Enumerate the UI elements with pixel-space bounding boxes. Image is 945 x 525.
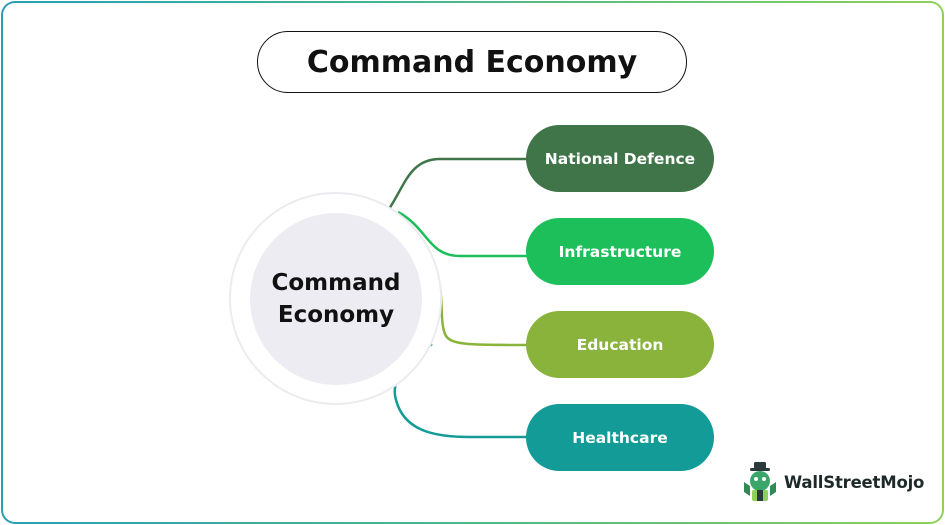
logo: WallStreetMojo [740, 460, 924, 504]
connector-national-defence [387, 157, 527, 210]
connector-infrastructure [397, 210, 527, 258]
hub-circle [250, 213, 422, 385]
branch-label: National Defence [544, 149, 696, 168]
branch-healthcare: Healthcare [526, 404, 714, 471]
branch-label: Infrastructure [558, 242, 682, 261]
branch-label: Healthcare [572, 428, 668, 447]
hub-label: Command Economy [250, 213, 422, 385]
diagram-title: Command Economy [257, 31, 687, 93]
hub-label-line1: Command [271, 270, 401, 296]
branch-infrastructure: Infrastructure [526, 218, 714, 285]
wallstreetmojo-mascot-icon [744, 462, 776, 501]
hub-label-line2: Economy [277, 302, 395, 328]
diagram-title-text: Command Economy [306, 44, 638, 80]
branch-education: Education [526, 311, 714, 378]
logo-text: WallStreetMojo [784, 472, 925, 492]
connector-education [432, 267, 528, 347]
branch-national-defence: National Defence [526, 125, 714, 192]
branch-label: Education [576, 335, 664, 354]
